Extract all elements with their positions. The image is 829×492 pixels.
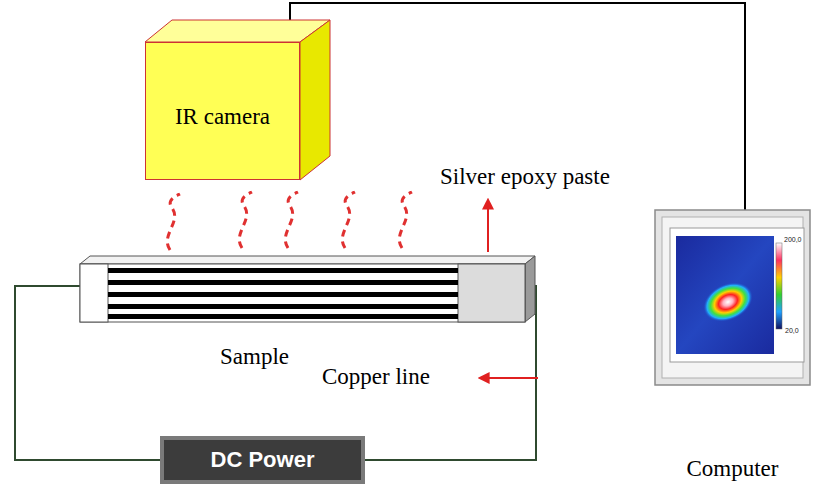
camera-body [300,20,330,180]
heat-wave [285,192,298,248]
sample-bar [525,256,535,322]
callout-label: Silver epoxy paste [440,164,610,190]
sample-stripe [108,292,458,297]
sample-bar [458,264,525,322]
leader-arrow [487,200,489,252]
sample: Sample [80,258,530,322]
node-label: Sample [220,344,289,370]
node-label: Computer [655,456,810,482]
monitor [676,236,774,354]
monitor [655,210,810,385]
heat-wave [342,192,355,248]
leader-arrow [480,377,538,379]
monitor [776,243,782,329]
camera-body [145,20,330,42]
heat-wave [399,192,412,248]
signal-cable [290,3,745,210]
monitor [697,275,759,330]
callout-label: Copper line [322,364,430,390]
sample-stripe [108,280,458,285]
camera-box: IR camera [145,42,300,180]
sample-bar [80,264,108,322]
sample-bar [80,256,535,264]
node-label: DC Power [211,447,315,473]
sample-stripe [108,268,458,273]
power-supply-box: DC Power [160,436,365,484]
scale-value: 200,0 [784,236,802,243]
heat-wave [167,194,180,250]
monitor [655,210,810,385]
heat-wave [167,192,412,250]
monitor [662,217,803,378]
sample-stripe [108,304,458,309]
sample-bar [80,264,525,322]
camera-body [145,20,330,180]
scale-value: 20,0 [785,327,799,334]
sample-stripe [108,268,458,319]
heat-wave [239,192,252,248]
sample-bar [80,256,535,322]
node-label: IR camera [175,104,270,130]
monitor [670,228,804,362]
sample-stripe [108,314,458,319]
